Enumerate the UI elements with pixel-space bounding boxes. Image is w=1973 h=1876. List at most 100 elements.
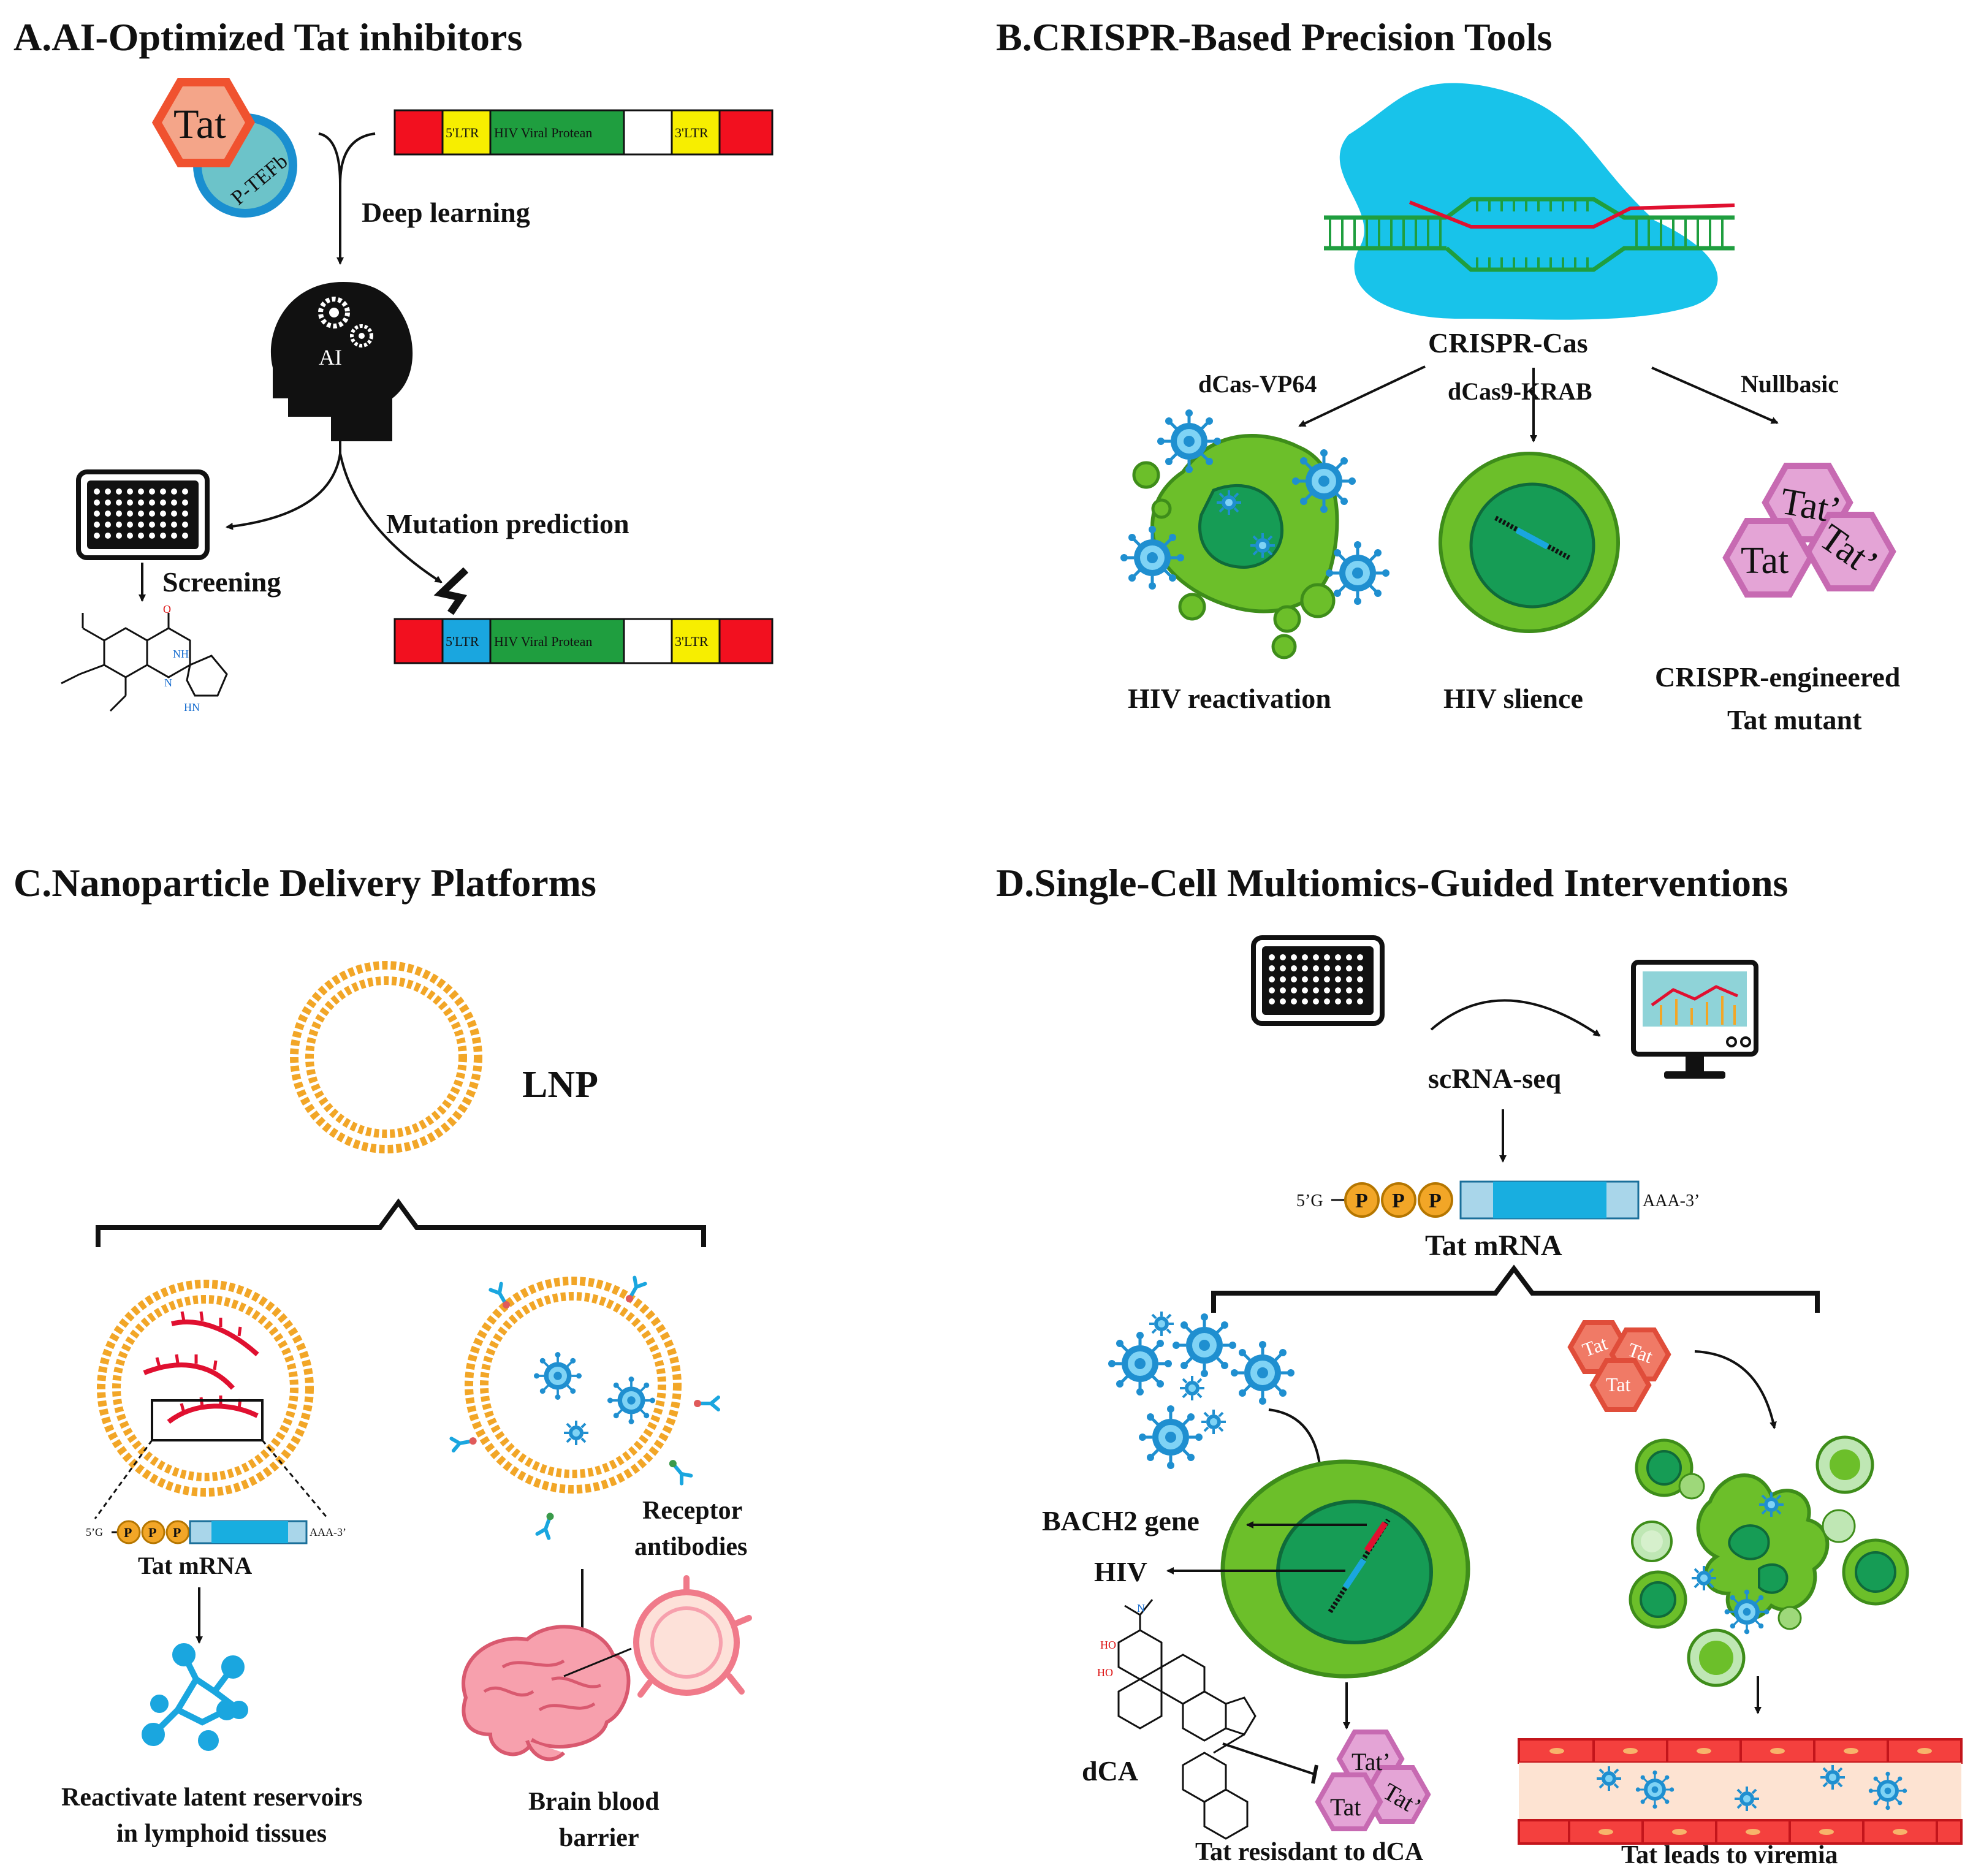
zoom-line-left [94, 1440, 153, 1519]
tat-mutant-label: Tat mutant [1727, 704, 1862, 735]
resistant-tat-cluster [1315, 1730, 1431, 1831]
mrna-construct-d: 5’G P P P AAA-3’ [1296, 1180, 1700, 1220]
tat-hexagon [151, 78, 256, 167]
tat-mutant-cluster [1722, 463, 1896, 598]
bach2-gene-label: BACH2 gene [1042, 1505, 1199, 1536]
svg-text:P: P [1392, 1190, 1405, 1212]
bbb-label-2: barrier [559, 1824, 639, 1852]
hiv-reactivation-label: HIV reactivation [1128, 683, 1331, 714]
dca-inhibition-line [1222, 1742, 1315, 1775]
d-hiv-label: HIV [1094, 1556, 1147, 1587]
tat-orange-cluster [1567, 1320, 1671, 1412]
gene-bottom-protein: HIV Viral Protean [494, 634, 592, 649]
ai-head-icon: AI [270, 282, 413, 441]
bbb-pointer [563, 1647, 632, 1677]
arrow-to-reactivation [1298, 365, 1426, 427]
panel-c: C.Nanoparticle Delivery Platforms LNP [13, 861, 752, 1852]
svg-text:5’G: 5’G [86, 1526, 103, 1538]
dca-label: dCA [1082, 1755, 1138, 1787]
virus-cluster-left [1108, 1310, 1294, 1469]
crispr-cas-protein [1339, 83, 1718, 320]
mutation-prediction-label: Mutation prediction [386, 508, 629, 539]
mrna-construct-c: 5’G P P P AAA-3’ [86, 1520, 346, 1544]
mutation-branch-arrow [339, 453, 443, 583]
monitor-icon [1631, 960, 1758, 1079]
d-plate-icon [1253, 938, 1382, 1023]
reactivate-label-1: Reactivate latent reservoirs [61, 1783, 362, 1812]
d-bracket [1211, 1264, 1820, 1313]
svg-text:P: P [124, 1525, 132, 1540]
svg-text:AAA-3’: AAA-3’ [310, 1526, 346, 1538]
ai-label: AI [319, 345, 342, 370]
merge-arrow-right [339, 132, 376, 184]
svg-text:AAA-3’: AAA-3’ [1643, 1191, 1700, 1210]
screening-label: Screening [162, 566, 281, 598]
svg-text:P: P [1429, 1190, 1442, 1212]
antibody-lnp [465, 1277, 682, 1494]
panel-c-title: C.Nanoparticle Delivery Platforms [13, 861, 596, 905]
deep-learning-label: Deep learning [362, 197, 530, 228]
tat-to-cells-arrow [1694, 1350, 1777, 1429]
gene-top-5ltr: 5'LTR [446, 125, 479, 140]
mutation-bolt-icon [433, 567, 469, 615]
tat-cluster-3: Tat [1606, 1373, 1631, 1396]
bach2-infected-cell [1220, 1459, 1470, 1679]
tat-ptefb-complex: Tat P-TEFb [151, 78, 297, 218]
svg-text:Tat: Tat [1330, 1793, 1361, 1821]
panel-d-title: D.Single-Cell Multiomics-Guided Interven… [996, 861, 1788, 905]
dca-molecule [1117, 1599, 1256, 1840]
tat-label: Tat [173, 101, 226, 147]
resistant-label: Tat resisdant to dCA [1195, 1838, 1424, 1866]
panel-b: B.CRISPR-Based Precision Tools CRISPR-Ca… [996, 15, 1901, 735]
receptor-label-2: antibodies [634, 1533, 747, 1561]
reactivate-label-2: in lymphoid tissues [116, 1820, 327, 1848]
receptor-label-1: Receptor [642, 1497, 742, 1525]
bbb-label-1: Brain blood [528, 1788, 660, 1816]
viremia-label: Tat leads to viremia [1621, 1841, 1838, 1869]
arrow-to-mutant [1651, 366, 1779, 424]
d-tat-mrna-label: Tat mRNA [1425, 1229, 1562, 1262]
panel-d: D.Single-Cell Multiomics-Guided Interven… [996, 861, 1963, 1869]
mol-nh: NH [173, 648, 189, 660]
hiv-genome-top: 5'LTR HIV Viral Protean 3'LTR [393, 109, 774, 156]
tat-inhibitor-molecule [61, 613, 228, 712]
gene-top-protein: HIV Viral Protean [494, 125, 592, 140]
lymphoid-tissue-icon [142, 1643, 248, 1751]
gene-bottom-5ltr: 5'LTR [446, 634, 479, 649]
hiv-genome-bottom: 5'LTR HIV Viral Protean 3'LTR [393, 618, 774, 664]
panel-a: A.AI-Optimized Tat inhibitors Tat P-TEFb… [13, 15, 774, 713]
brain-icon [462, 1625, 631, 1761]
blood-vessel [1518, 1738, 1963, 1845]
receptor-antibody-icons [449, 1275, 720, 1540]
lnp-particle [290, 961, 482, 1153]
screening-branch-arrow [226, 432, 341, 530]
dca-inhibition-bar [1311, 1764, 1318, 1784]
svg-text:P: P [173, 1525, 181, 1540]
crispr-engineered-label: CRISPR-engineered [1655, 661, 1901, 693]
dna-strands [1324, 197, 1735, 272]
merge-arrow [318, 132, 344, 265]
svg-text:HO: HO [1100, 1639, 1116, 1651]
mol-o: O [163, 603, 171, 615]
nullbasic-label: Nullbasic [1741, 370, 1839, 398]
gene-top-3ltr: 3'LTR [675, 125, 709, 140]
svg-text:P: P [1355, 1190, 1368, 1212]
c-tat-mrna-label: Tat mRNA [138, 1552, 252, 1579]
scrna-seq-label: scRNA-seq [1428, 1063, 1562, 1094]
svg-text:5’G: 5’G [1296, 1191, 1323, 1210]
panel-b-title: B.CRISPR-Based Precision Tools [996, 15, 1552, 59]
svg-text:HO: HO [1097, 1666, 1113, 1679]
lnp-label: LNP [522, 1064, 598, 1106]
tat-label-b: Tat [1741, 540, 1789, 582]
screening-plate-icon [78, 472, 207, 558]
dcas-vp64-label: dCas-VP64 [1198, 370, 1317, 398]
reactivated-cell [1120, 409, 1389, 659]
viremia-cell-cluster [1629, 1435, 1909, 1687]
dcas9-krab-label: dCas9-KRAB [1448, 378, 1592, 405]
crispr-cas-label: CRISPR-Cas [1428, 327, 1588, 359]
hiv-silence-label: HIV slience [1443, 683, 1583, 714]
lnp-bracket [96, 1198, 706, 1247]
mol-n: N [164, 677, 172, 689]
scrna-arrow [1430, 999, 1601, 1037]
